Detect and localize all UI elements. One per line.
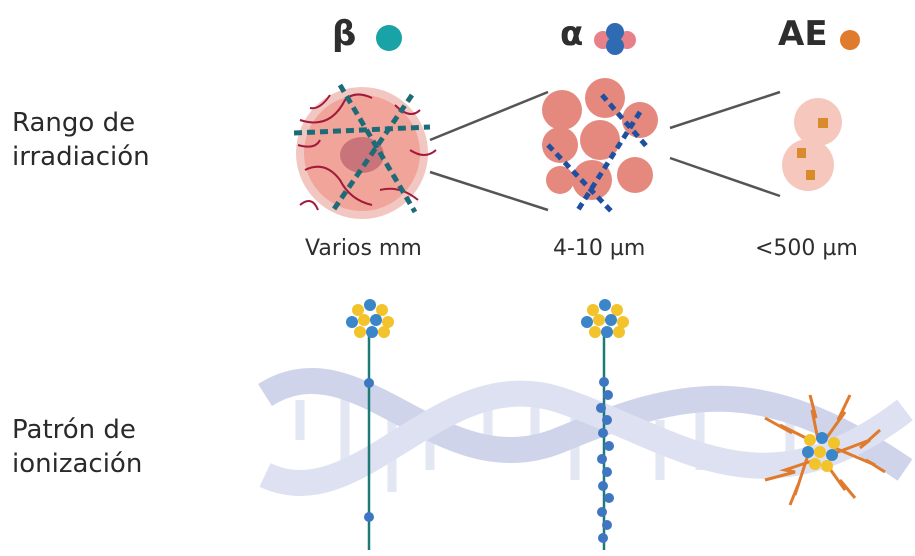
ae-particle-icon <box>840 30 860 50</box>
cell-cluster-illustration <box>542 78 658 214</box>
alpha-range: 4-10 µm <box>553 236 646 261</box>
tumor-illustration <box>293 83 437 219</box>
row-label-range-line2: irradiación <box>12 142 150 172</box>
row-label-ion-line2: ionización <box>12 449 143 479</box>
zoom-connector-lines <box>429 90 781 212</box>
beta-header: β <box>332 14 357 54</box>
row-label-range-line1: Rango de <box>12 108 136 138</box>
alpha-particle-icon <box>594 23 636 55</box>
cell-pair-illustration <box>782 98 842 191</box>
ae-range: <500 µm <box>755 236 858 261</box>
row-label-ionization: Patrón de ionización <box>12 413 142 481</box>
alpha-header: α <box>560 14 584 54</box>
row-label-ion-line1: Patrón de <box>12 415 136 445</box>
dna-helix-illustration <box>258 368 913 496</box>
alpha-ionization-track <box>596 330 614 550</box>
ae-ionization-burst <box>764 394 886 506</box>
beta-range: Varios mm <box>305 236 422 261</box>
row-label-range: Rango de irradiación <box>12 106 150 174</box>
ae-header: AE <box>778 14 828 54</box>
alpha-nucleus-icon <box>581 299 629 338</box>
beta-nucleus-icon <box>346 299 394 338</box>
beta-ionization-track <box>364 330 374 550</box>
beta-particle-icon <box>376 25 402 51</box>
